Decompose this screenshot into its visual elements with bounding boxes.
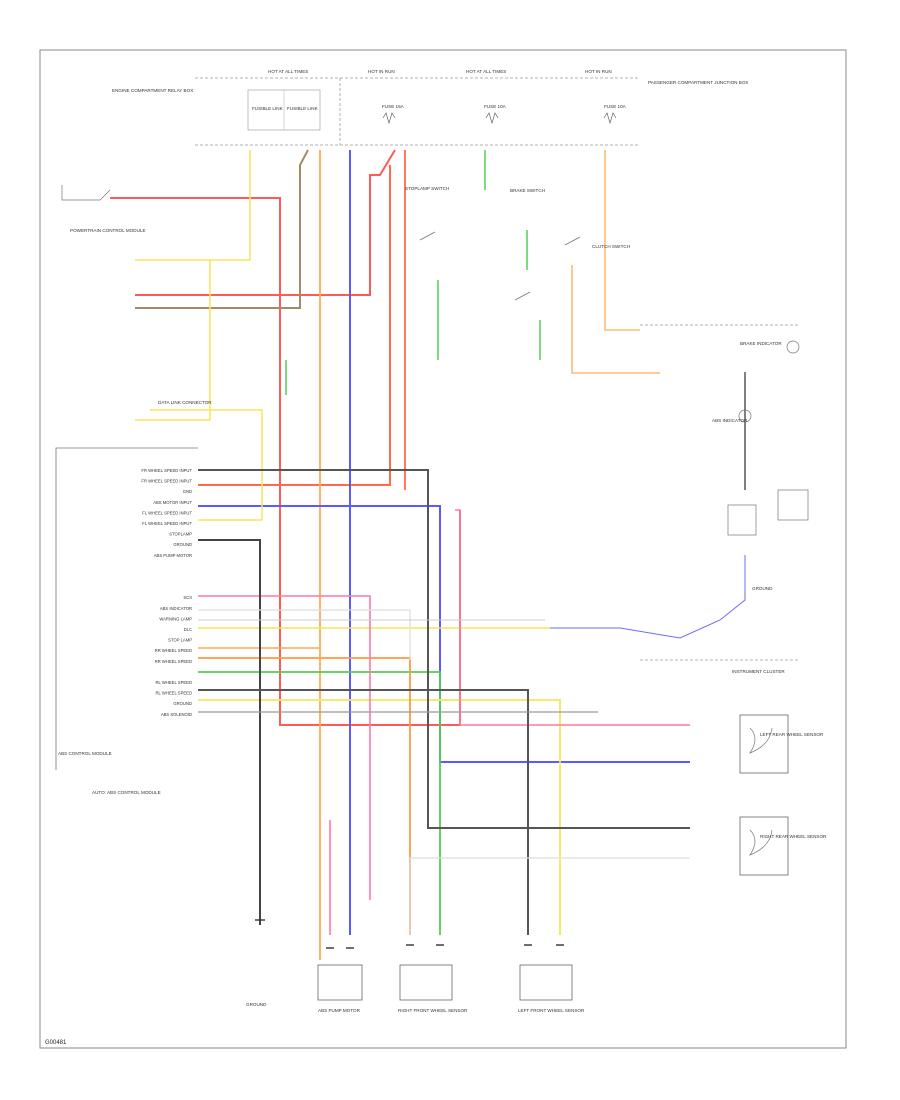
wire-blue-2	[198, 505, 690, 763]
module-pin-label: RL WHEEL SPEED	[156, 680, 192, 685]
abs-module-outline	[55, 447, 198, 770]
module-pin-label: FR WHEEL SPEED INPUT	[141, 479, 192, 484]
pump-motor-label: ABS PUMP MOTOR	[318, 1008, 361, 1013]
module-pin-label: ABS INDICATOR	[160, 606, 192, 611]
abs-module-label: ABS CONTROL MODULE	[58, 751, 112, 756]
wire-red-2	[135, 149, 396, 296]
wire-orange-2	[604, 150, 640, 331]
module-pin-label: FL WHEEL SPEED INPUT	[142, 510, 192, 515]
fuse-symbol-c	[382, 112, 396, 125]
wire-green-5	[198, 671, 441, 935]
top-label-2: HOT IN RUN	[368, 69, 395, 74]
pcm-connector	[61, 185, 111, 201]
fl-sensor-box	[519, 964, 573, 1001]
module-pin-label: ABS MOTOR INPUT	[153, 500, 192, 505]
fr-sensor-box	[399, 964, 453, 1001]
module-pin-label: FL WHEEL SPEED INPUT	[142, 521, 192, 526]
fr-sensor-label: RIGHT FRONT WHEEL SENSOR	[398, 1008, 468, 1013]
wire-white-3	[409, 857, 690, 935]
data-link-label: DATA LINK CONNECTOR	[158, 400, 212, 405]
instrument-cluster-label: INSTRUMENT CLUSTER	[732, 669, 785, 674]
wire-white-1	[198, 609, 411, 660]
wire-yellow-2	[135, 260, 211, 421]
fuse-label-a: FUSIBLE LINK	[252, 106, 284, 111]
top-label-4: HOT IN RUN	[585, 69, 612, 74]
top-label-1: HOT AT ALL TIMES	[268, 69, 308, 74]
module-pin-label: GROUND	[173, 542, 192, 547]
wire-pink-3	[455, 509, 690, 726]
rr-sensor-icon	[749, 829, 773, 856]
fuse-label-e: FUSE 10A	[604, 104, 627, 109]
brake-indicator-label: BRAKE INDICATOR	[740, 341, 782, 346]
relay-box-1	[727, 504, 757, 536]
right-box-label: PASSENGER COMPARTMENT JUNCTION BOX	[648, 80, 748, 85]
powertrain-label: POWERTRAIN CONTROL MODULE	[70, 228, 146, 233]
module-pin-label: GROUND	[173, 701, 192, 706]
brake-switch-label: BRAKE SWITCH	[510, 188, 545, 193]
relay-box-2	[777, 489, 809, 521]
module-pin-label: RR WHEEL SPEED	[155, 648, 192, 653]
left-box-label: ENGINE COMPARTMENT RELAY BOX	[112, 88, 193, 93]
wire-cluster-blue	[550, 555, 746, 639]
module-pin-label: RL WHEEL SPEED	[156, 691, 192, 696]
stoplamp-switch-label: STOPLAMP SWITCH	[405, 186, 449, 191]
wire-yellow-3	[150, 409, 263, 521]
clutch-switch-label: CLUTCH SWITCH	[592, 244, 630, 249]
bottom-connector-ticks	[255, 919, 564, 949]
ground-bottom-label: GROUND	[246, 1002, 267, 1007]
switch-3	[564, 236, 581, 246]
module-pin-label: ABS SOLENOID	[161, 712, 192, 717]
wire-black-1	[198, 539, 261, 925]
wire-yellow-5	[198, 699, 561, 935]
module-pin-label: GND	[183, 489, 192, 494]
footer-code: G00481	[45, 1040, 67, 1046]
rr-sensor-box	[739, 816, 789, 876]
top-label-3: HOT AT ALL TIMES	[466, 69, 506, 74]
fuse-label-b: FUSIBLE LINK	[287, 106, 319, 111]
brake-indicator-bulb	[786, 340, 800, 354]
fuse-symbol-d	[485, 112, 499, 125]
module-pin-label: STOPLAMP	[169, 532, 192, 537]
wire-orange-3	[571, 265, 660, 374]
abs-module-note: AUTO: ABS CONTROL MODULE	[92, 790, 161, 795]
rr-sensor-label: RIGHT REAR WHEEL SENSOR	[760, 834, 827, 839]
wire-yellow-1	[135, 150, 251, 261]
lr-sensor-box	[739, 714, 789, 774]
module-pin-label: DLC	[184, 627, 192, 632]
module-pin-label: SCS	[183, 595, 192, 600]
wire-red-3	[198, 165, 391, 486]
diagram-frame	[39, 49, 847, 1049]
abs-indicator-label: ABS INDICATOR	[712, 418, 748, 423]
abs-indicator-bulb	[738, 409, 752, 423]
ground-label: GROUND	[752, 586, 773, 591]
pump-motor-box	[317, 964, 363, 1001]
module-pin-label: STOP LAMP	[168, 638, 192, 643]
wire-red-1	[110, 197, 461, 726]
wire-black-3	[198, 469, 690, 829]
wire-black-2	[198, 689, 529, 935]
module-pin-label: FR WHEEL SPEED INPUT	[141, 468, 192, 473]
wire-brown-1	[135, 149, 309, 309]
module-pin-label: RR WHEEL SPEED	[155, 659, 192, 664]
switch-2	[514, 291, 531, 301]
module-pin-label: WARNING LAMP	[159, 616, 192, 621]
fuse-symbol-e	[603, 112, 617, 125]
wire-pink-1	[198, 595, 371, 900]
module-pin-label: ABS PUMP MOTOR	[154, 553, 192, 558]
module-pin-labels: FR WHEEL SPEED INPUT FR WHEEL SPEED INPUT…	[141, 468, 192, 717]
fuse-label-c: FUSE 15A	[382, 104, 405, 109]
fl-sensor-label: LEFT FRONT WHEEL SENSOR	[518, 1008, 585, 1013]
switch-1	[419, 231, 436, 241]
lr-sensor-icon	[749, 727, 773, 754]
lr-sensor-label: LEFT REAR WHEEL SENSOR	[760, 732, 824, 737]
fuse-label-d: FUSE 10A	[484, 104, 507, 109]
